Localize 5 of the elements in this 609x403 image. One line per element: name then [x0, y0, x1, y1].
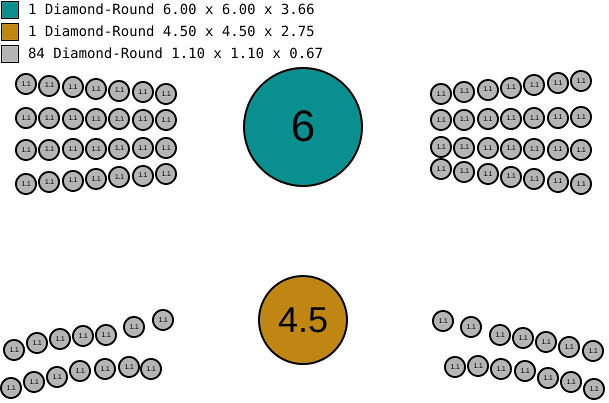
large-gem-circle: 4.5	[258, 275, 348, 365]
legend-text: 1 Diamond-Round 6.00 x 6.00 x 3.66	[28, 1, 315, 20]
large-gem-circle: 6	[243, 67, 363, 187]
legend-text: 1 Diamond-Round 4.50 x 4.50 x 2.75	[28, 23, 315, 42]
legend-text: 84 Diamond-Round 1.10 x 1.10 x 0.67	[28, 45, 324, 64]
